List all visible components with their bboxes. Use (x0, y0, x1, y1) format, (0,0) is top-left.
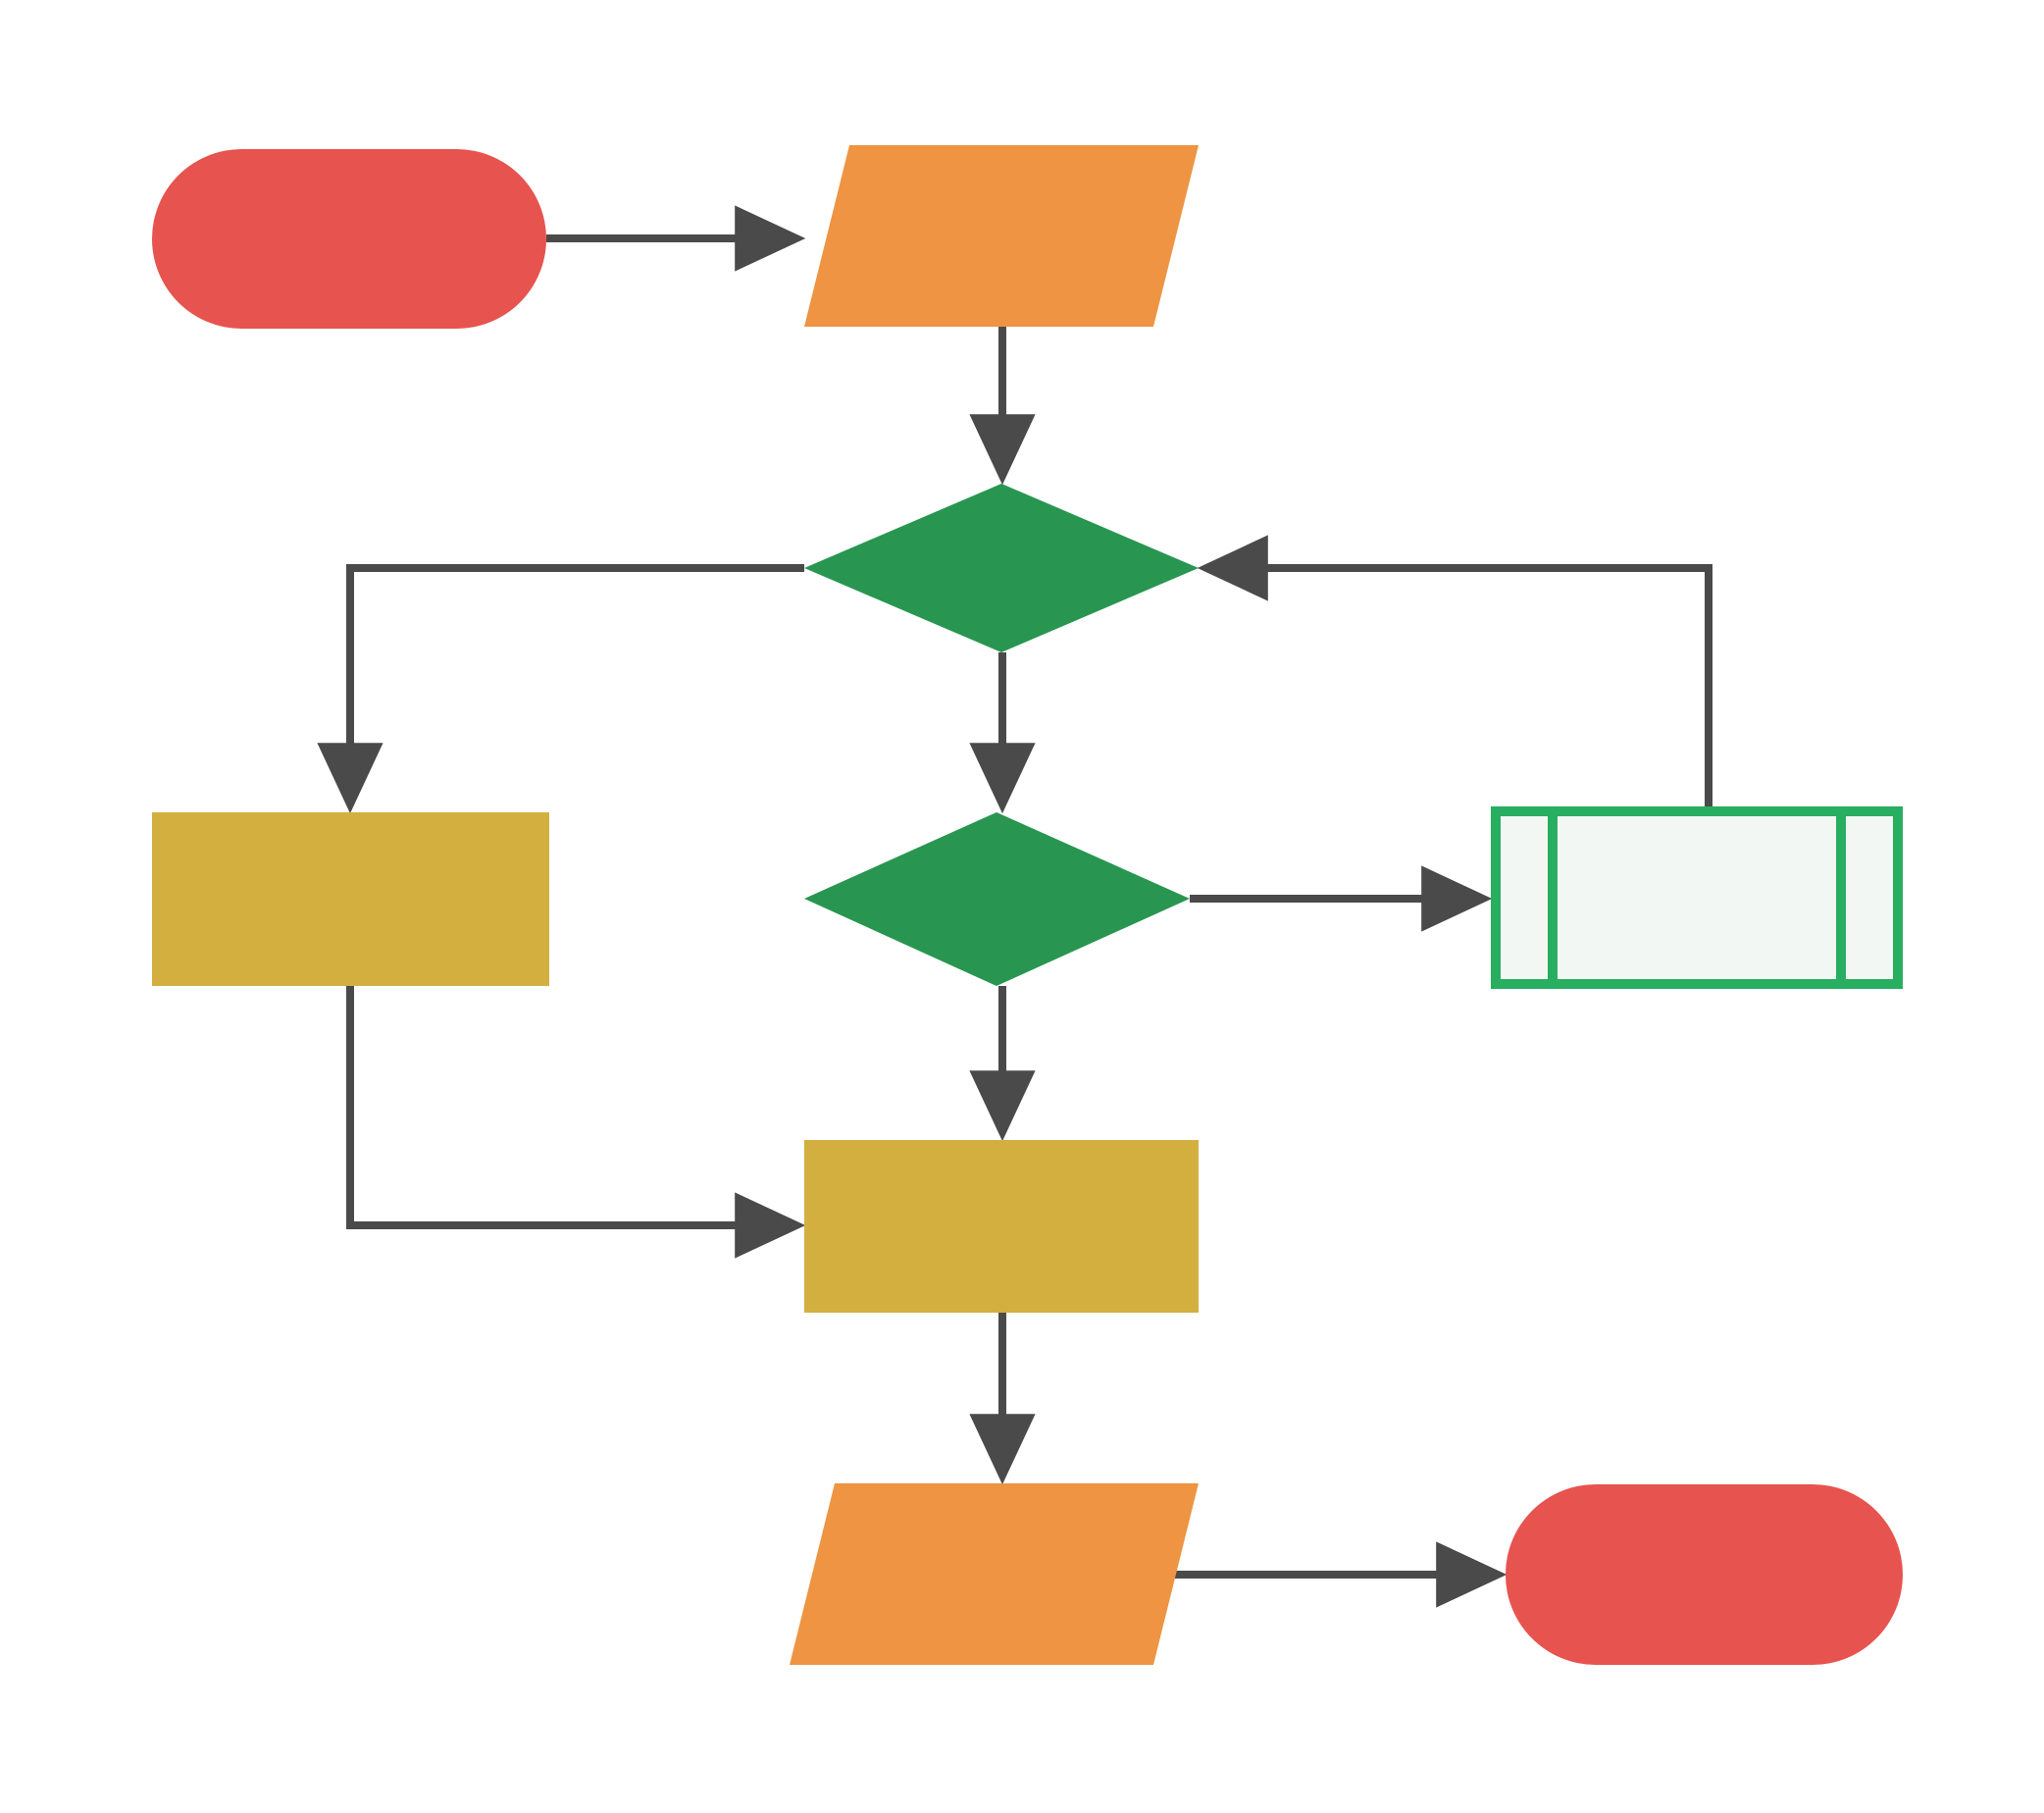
node-end[interactable] (1506, 1484, 1903, 1665)
edge-processleft-processcenter (346, 986, 806, 1259)
decision-2-shape[interactable] (804, 812, 1190, 986)
node-decision-1[interactable] (804, 484, 1199, 652)
node-decision-2[interactable] (804, 812, 1190, 986)
start-shape[interactable] (152, 149, 546, 329)
subroutine-shape[interactable] (1491, 806, 1903, 989)
edge-layer (317, 205, 1712, 1608)
node-process-left[interactable] (152, 812, 549, 986)
node-layer (152, 145, 1903, 1665)
node-input[interactable] (804, 145, 1199, 327)
edge-decision1-processleft (317, 564, 804, 814)
input-shape[interactable] (804, 145, 1199, 327)
process-left-shape[interactable] (152, 812, 549, 986)
node-start[interactable] (152, 149, 546, 329)
end-shape[interactable] (1506, 1484, 1903, 1665)
edge-subroutine-decision1 (1197, 535, 1712, 806)
node-subroutine[interactable] (1491, 806, 1903, 989)
node-process-center[interactable] (804, 1140, 1199, 1313)
node-output[interactable] (790, 1483, 1199, 1665)
process-center-shape[interactable] (804, 1140, 1199, 1313)
decision-1-shape[interactable] (804, 484, 1199, 652)
output-shape[interactable] (790, 1483, 1199, 1665)
